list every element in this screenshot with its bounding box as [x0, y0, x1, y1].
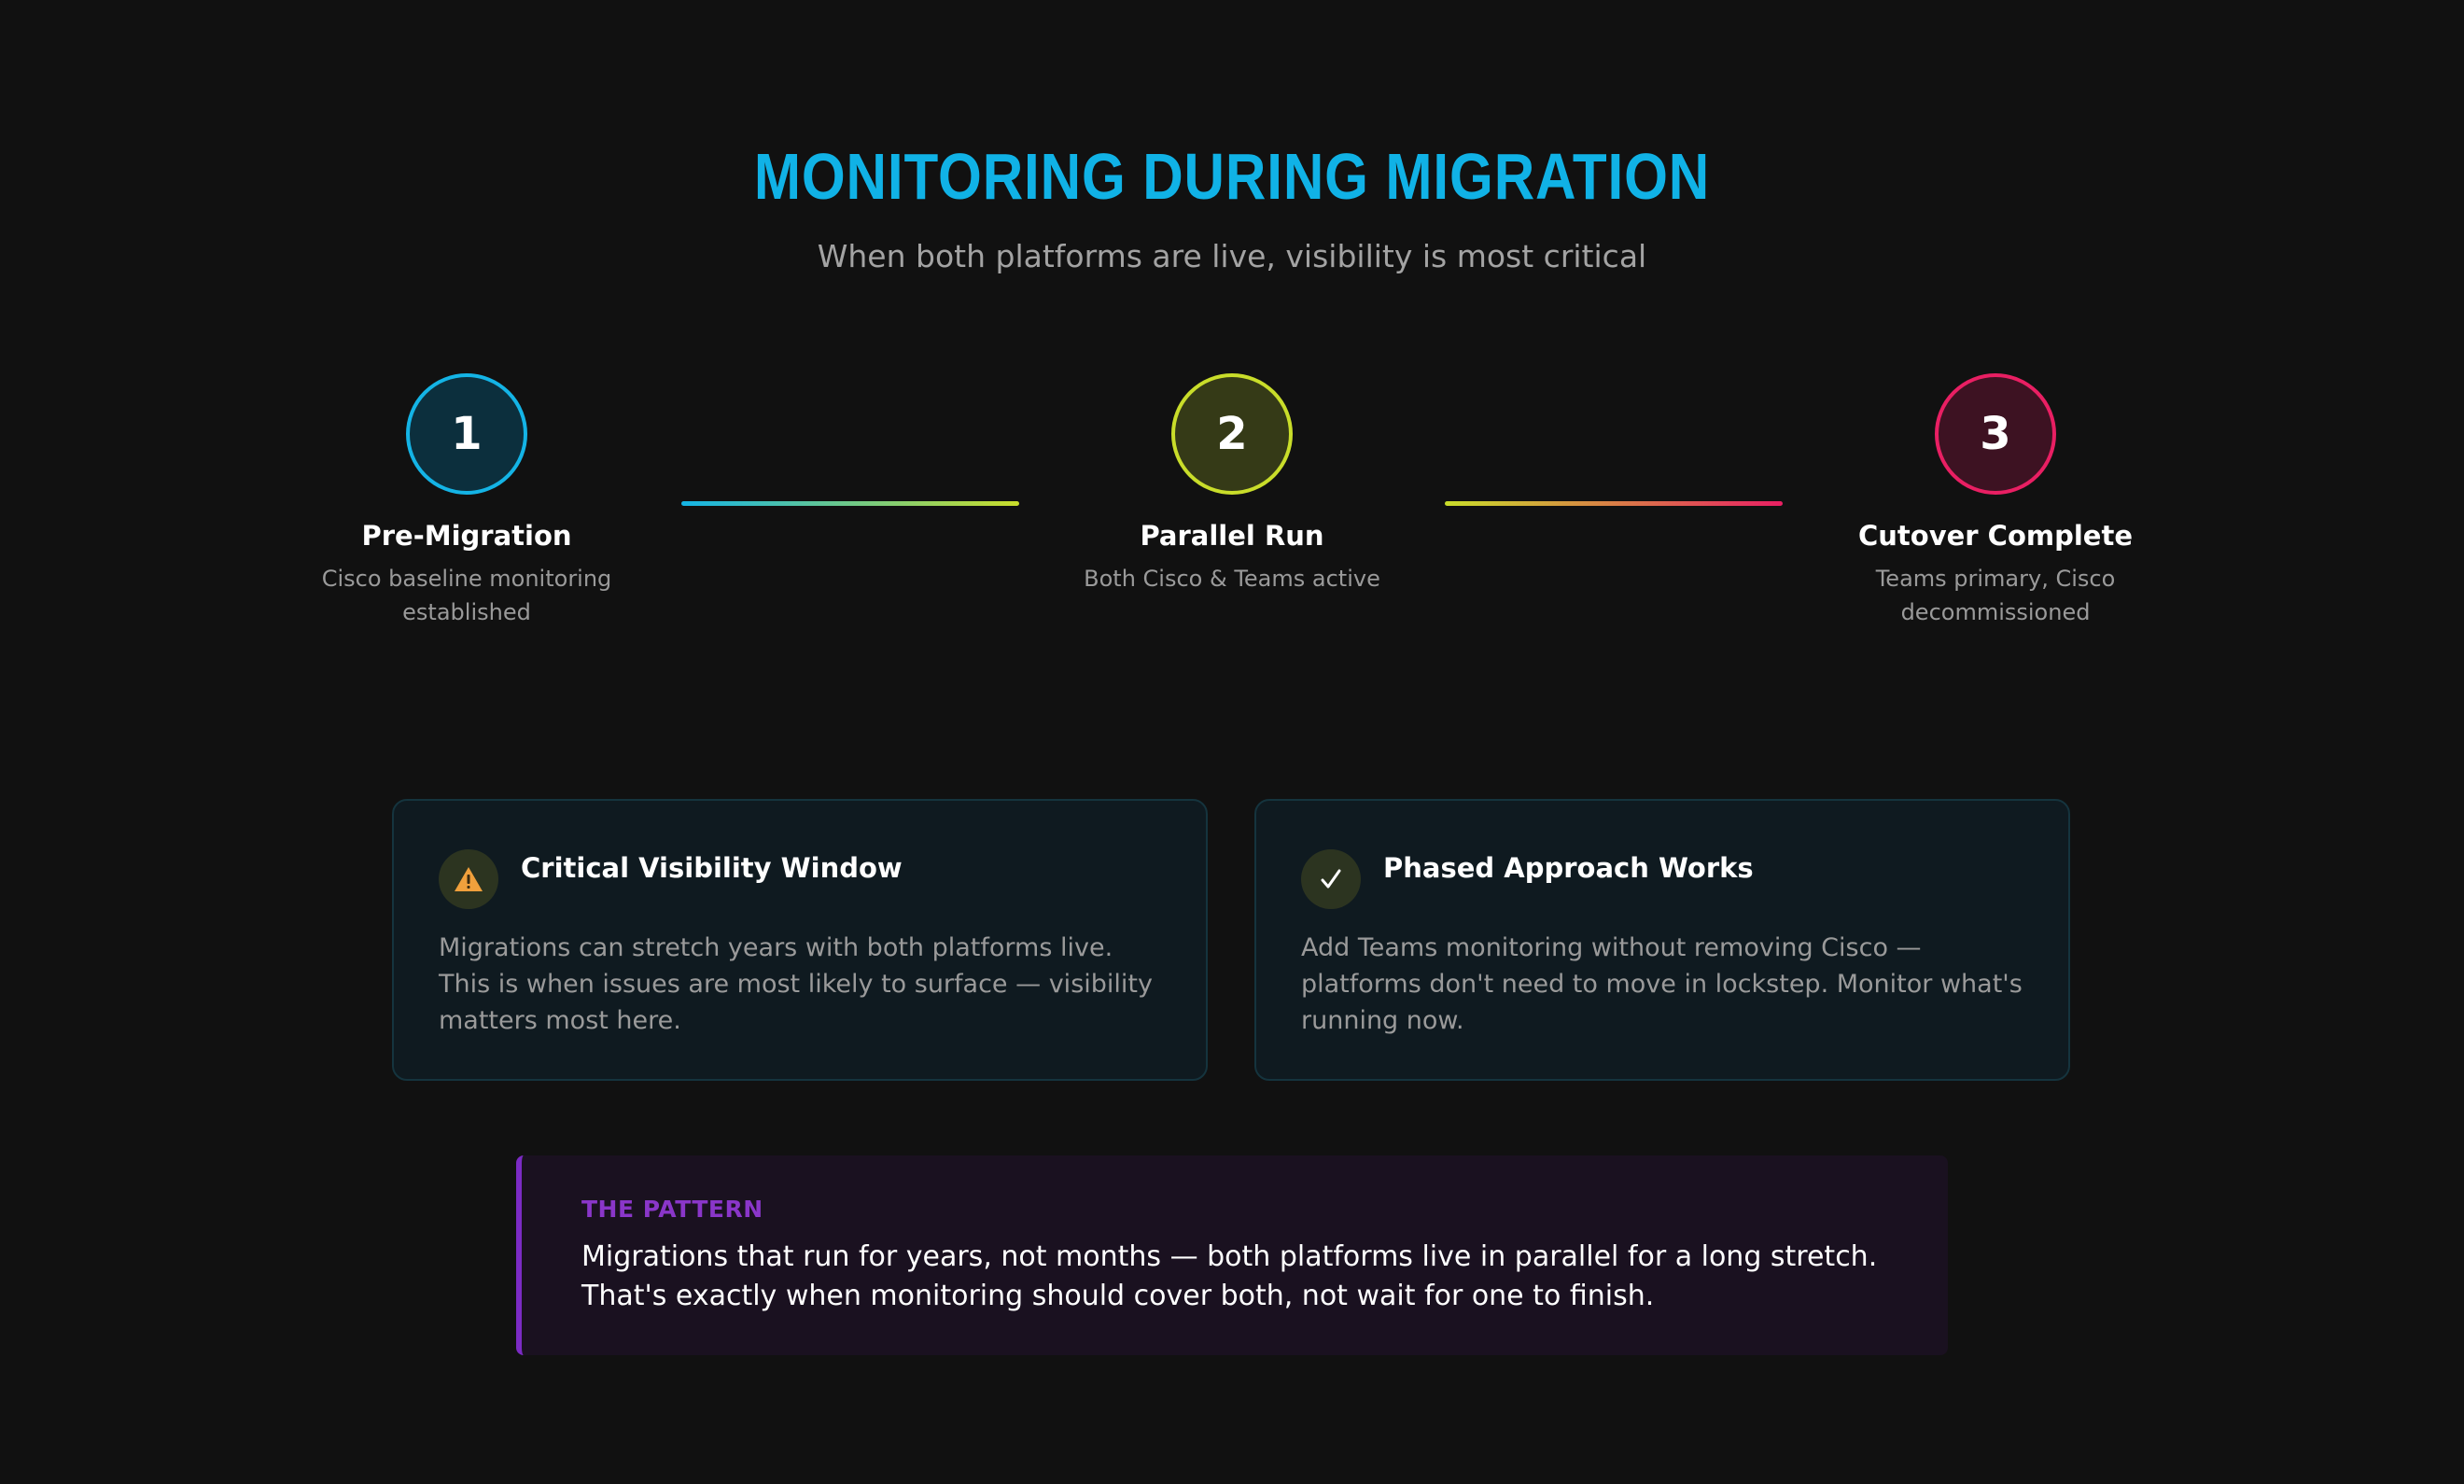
- warning-icon: [439, 849, 498, 909]
- step-title: Pre-Migration: [361, 520, 572, 552]
- pattern-callout: THE PATTERN Migrations that run for year…: [516, 1155, 1948, 1355]
- timeline-step-pre-migration: 1 Pre-Migration Cisco baseline monitorin…: [271, 373, 663, 629]
- step-title: Cutover Complete: [1857, 520, 2133, 552]
- card-title: Critical Visibility Window: [521, 852, 903, 884]
- step-description: Cisco baseline monitoring established: [321, 566, 612, 625]
- step-number-badge: 3: [1935, 373, 2056, 495]
- timeline-step-cutover-complete: 3 Cutover Complete Teams primary, Cisco …: [1799, 373, 2191, 629]
- step-number-badge: 2: [1171, 373, 1293, 495]
- page-subtitle: When both platforms are live, visibility…: [817, 238, 1647, 274]
- timeline-connector: [1445, 501, 1783, 506]
- step-title: Parallel Run: [1140, 520, 1324, 552]
- card-body: Add Teams monitoring without removing Ci…: [1301, 933, 2023, 1035]
- card-title: Phased Approach Works: [1383, 852, 1754, 884]
- step-description: Both Cisco & Teams active: [1084, 566, 1380, 592]
- timeline-step-parallel-run: 2 Parallel Run Both Cisco & Teams active: [1036, 373, 1428, 595]
- checkmark-icon: [1301, 849, 1361, 909]
- info-card-critical-visibility: Critical Visibility Window Migrations ca…: [392, 799, 1208, 1081]
- step-number-badge: 1: [406, 373, 527, 495]
- timeline-connector: [681, 501, 1019, 506]
- callout-text: Migrations that run for years, not month…: [581, 1240, 1878, 1312]
- info-card-phased-approach: Phased Approach Works Add Teams monitori…: [1254, 799, 2070, 1081]
- card-body: Migrations can stretch years with both p…: [439, 933, 1153, 1035]
- callout-label: THE PATTERN: [581, 1196, 763, 1223]
- step-description: Teams primary, Cisco decommissioned: [1875, 566, 2116, 625]
- page-title: MONITORING DURING MIGRATION: [753, 140, 1711, 213]
